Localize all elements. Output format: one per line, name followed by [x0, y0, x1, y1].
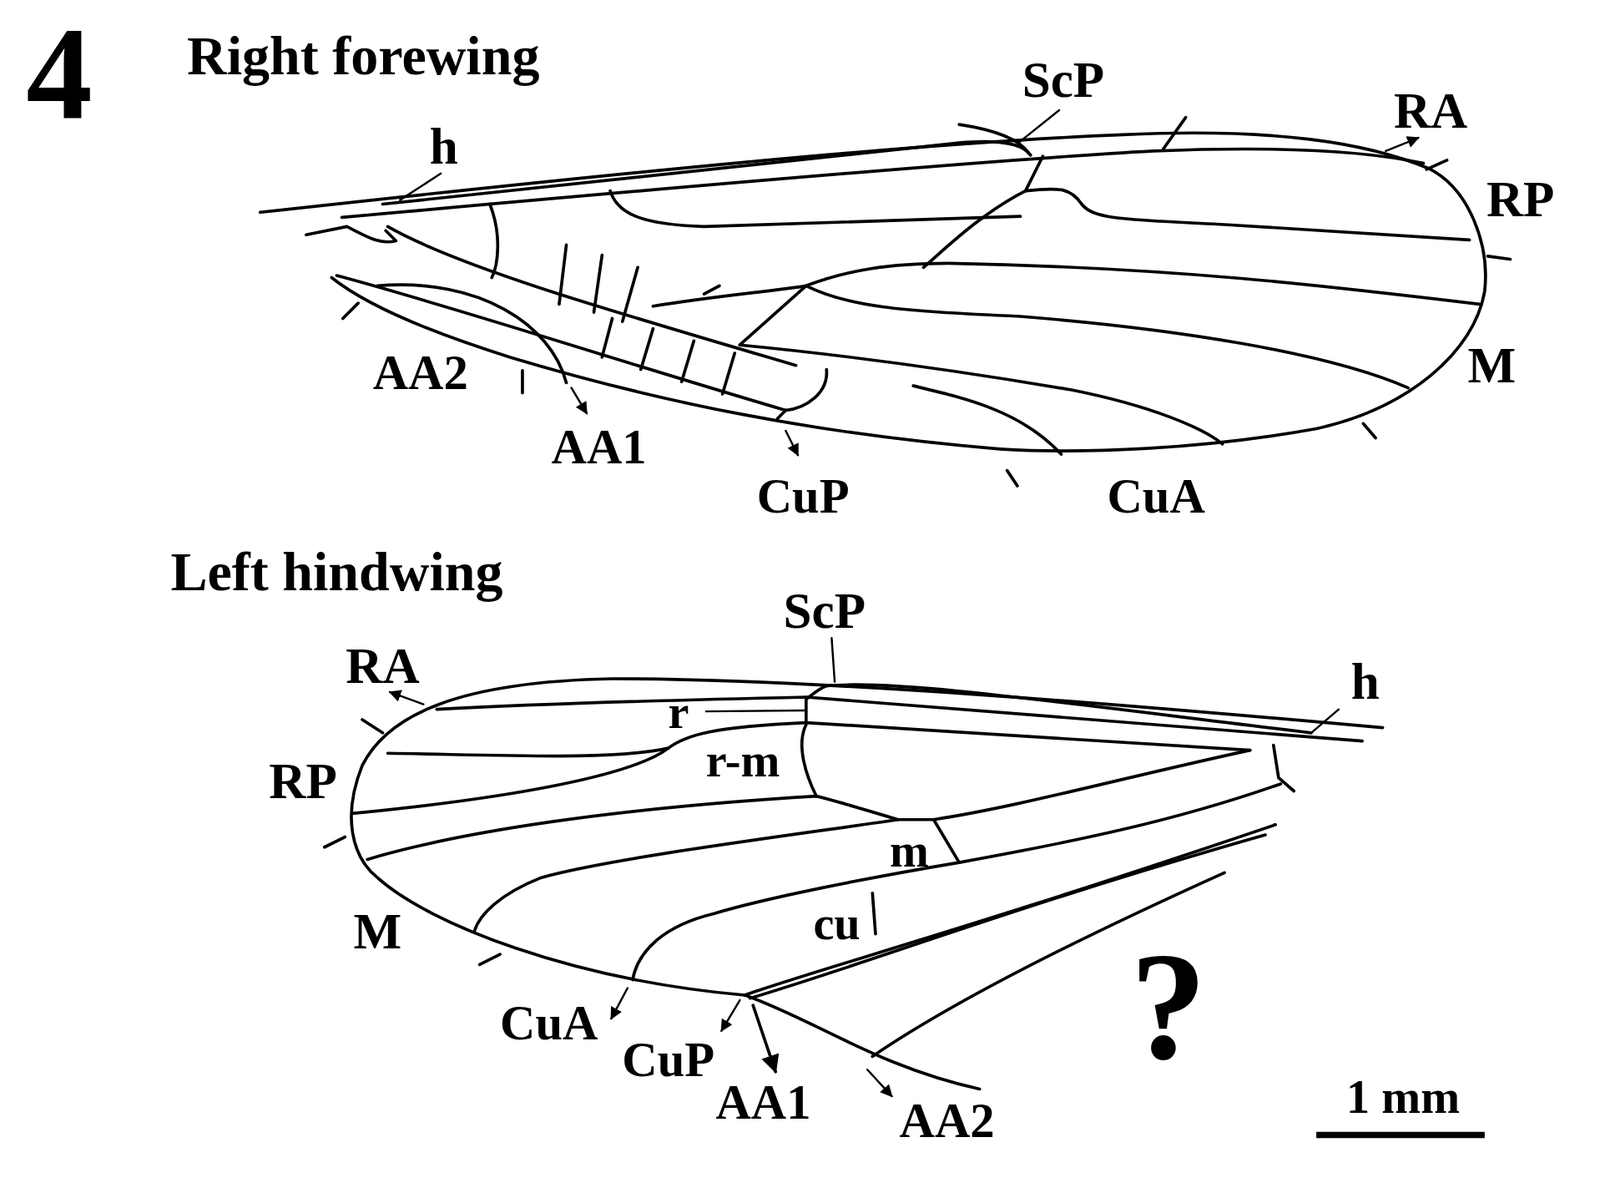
- forewing-ticks: [343, 160, 1511, 486]
- vein-label: RP: [268, 755, 337, 807]
- figure-number: 4: [25, 7, 92, 141]
- vein-label: ScP: [783, 585, 866, 636]
- vein-label: RP: [1486, 173, 1555, 225]
- scale-bar: [1316, 1131, 1485, 1138]
- hindwing: [351, 678, 1383, 1089]
- vein-label: CuP: [621, 1034, 715, 1085]
- vein-label: CuP: [757, 471, 850, 521]
- hindwing-ticks: [324, 719, 500, 965]
- crossvein-label: cu: [812, 899, 860, 947]
- crossvein-label: m: [889, 827, 929, 875]
- crossvein-label: r-m: [706, 737, 780, 785]
- vein-label: M: [353, 904, 402, 956]
- vein-label: AA1: [715, 1077, 811, 1127]
- vein-label: ScP: [1022, 54, 1105, 106]
- scale-label: 1 mm: [1346, 1073, 1460, 1121]
- vein-label: M: [1468, 339, 1517, 391]
- vein-label: AA2: [899, 1095, 995, 1146]
- vein-label: h: [429, 120, 459, 172]
- vein-label: AA1: [551, 422, 647, 472]
- vein-label: CuA: [1106, 471, 1205, 521]
- forewing-leaders: [399, 110, 1419, 455]
- vein-label: AA2: [373, 348, 469, 398]
- panel-title: Right forewing: [186, 28, 540, 84]
- vein-label: CuA: [499, 998, 598, 1048]
- forewing: [260, 117, 1486, 455]
- crossvein-label: r: [668, 688, 690, 736]
- vein-label: RA: [345, 640, 419, 692]
- vein-label: h: [1351, 656, 1380, 707]
- panel-title: Left hindwing: [170, 544, 503, 600]
- question-mark: ?: [1130, 928, 1207, 1082]
- vein-label: RA: [1393, 84, 1468, 136]
- hindwing-leaders: [389, 637, 1339, 1096]
